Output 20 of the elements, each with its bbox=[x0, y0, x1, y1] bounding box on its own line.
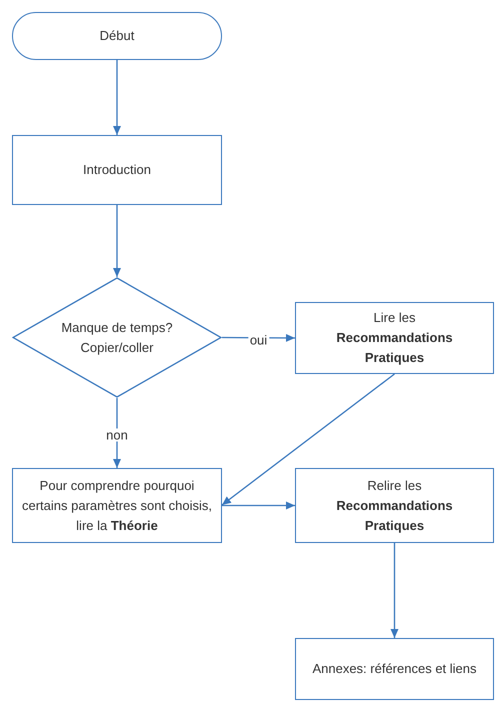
arrow bbox=[390, 543, 398, 638]
arrow bbox=[113, 60, 121, 135]
arrow bbox=[113, 205, 121, 277]
node-text: Relire les Recommandations Pratiques bbox=[335, 476, 454, 535]
process-box bbox=[295, 302, 494, 374]
arrow bbox=[222, 373, 395, 506]
terminal-pill bbox=[12, 12, 222, 60]
process-box bbox=[12, 468, 222, 543]
node-text: Pour comprendre pourquoi certains paramètres sont choisis, lire la Théorie bbox=[20, 476, 214, 534]
node-text: Lire les Recommandations Pratiques bbox=[335, 309, 454, 367]
edge-label: non bbox=[104, 428, 130, 442]
process-box bbox=[295, 638, 494, 700]
node-text: Introduction bbox=[83, 161, 151, 179]
node-text: Annexes: références et liens bbox=[312, 660, 477, 678]
node-text: Manque de temps? Copier/coller bbox=[60, 318, 174, 357]
edge-label: oui bbox=[248, 333, 270, 346]
arrow bbox=[222, 502, 295, 510]
process-box bbox=[295, 468, 494, 543]
process-box bbox=[12, 135, 222, 205]
node-text: Début bbox=[100, 27, 134, 45]
